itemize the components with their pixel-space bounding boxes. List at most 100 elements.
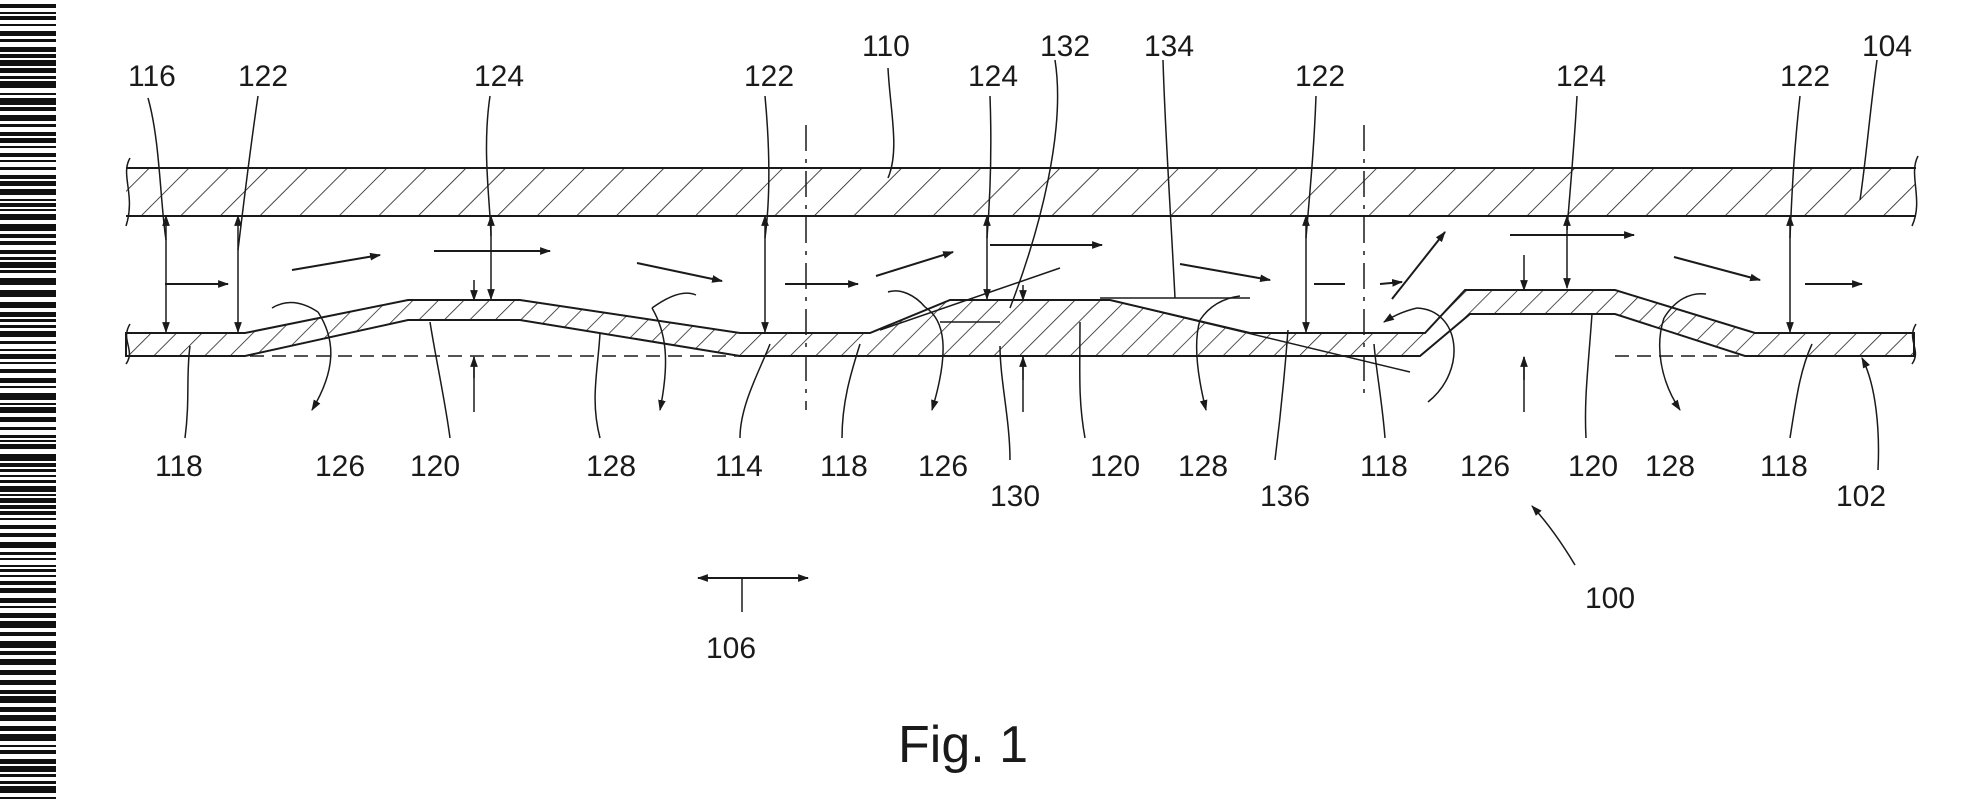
barcode-bar [0, 588, 56, 593]
barcode-bar [0, 621, 56, 628]
barcode-bar [0, 146, 56, 148]
barcode-bar [0, 407, 56, 413]
leader-lines [148, 60, 1877, 460]
barcode-bar [0, 505, 56, 509]
barcode-bar [0, 115, 56, 121]
label-122: 122 [1780, 60, 1830, 93]
barcode-bar [0, 290, 56, 297]
barcode-bar [0, 480, 56, 483]
label-106: 106 [706, 632, 756, 665]
barcode-bar [0, 575, 56, 577]
barcode-bar [0, 475, 56, 477]
barcode-bar [0, 60, 56, 66]
barcode-bar [0, 278, 56, 285]
barcode-bar [0, 302, 56, 308]
barcode-bar [0, 250, 56, 254]
barcode-bar [0, 598, 56, 603]
barcode-bar [0, 16, 56, 20]
label-122: 122 [744, 60, 794, 93]
label-118: 118 [820, 450, 868, 483]
barcode-bar [0, 581, 56, 585]
arrow-100 [1532, 506, 1575, 565]
barcode-bar [0, 214, 56, 220]
barcode-bar [0, 153, 56, 157]
barcode-bar [0, 167, 56, 170]
barcode-bar [0, 270, 56, 273]
label-116: 116 [128, 60, 176, 93]
barcode-bar [0, 766, 56, 772]
label-122: 122 [1295, 60, 1345, 93]
barcode-bar [0, 160, 56, 162]
upper-wall-110 [126, 156, 1918, 226]
label-120: 120 [1090, 450, 1140, 483]
barcode-bar [0, 331, 56, 337]
label-126: 126 [918, 450, 968, 483]
barcode-bar [0, 175, 56, 179]
barcode-bar [0, 81, 56, 88]
barcode-bar [0, 386, 56, 388]
barcode-bar [0, 189, 56, 195]
barcode-bar [0, 262, 56, 268]
barcode-bar [0, 47, 56, 52]
barcode-bar [0, 651, 56, 655]
label-126: 126 [315, 450, 365, 483]
barcode-bar [0, 569, 56, 572]
barcode-bar [0, 463, 56, 467]
barcode-bar [0, 203, 56, 207]
barcode-bar [0, 774, 56, 777]
label-126: 126 [1460, 450, 1510, 483]
barcode-bar [0, 498, 56, 503]
barcode-bar [0, 511, 56, 515]
barcode-bar [0, 781, 56, 784]
label-102: 102 [1836, 480, 1886, 513]
label-118: 118 [1360, 450, 1408, 483]
barcode-bar [0, 68, 56, 73]
barcode-bar [0, 670, 56, 675]
barcode-bar [0, 378, 56, 383]
barcode-bar [0, 613, 56, 618]
barcode-bar [0, 641, 56, 648]
label-128: 128 [1645, 450, 1695, 483]
label-104: 104 [1862, 30, 1912, 63]
label-120: 120 [410, 450, 460, 483]
barcode-bar [0, 325, 56, 328]
label-114: 114 [715, 450, 763, 483]
barcode-bar [0, 454, 56, 461]
barcode-bar [0, 759, 56, 764]
barcode-bar [0, 107, 56, 111]
barcode-bar [0, 31, 56, 36]
barcode-bar [0, 224, 56, 231]
barcode-bar [0, 525, 56, 529]
barcode-bar [0, 257, 56, 260]
barcode-bar [0, 558, 56, 560]
barcode-bar [0, 797, 56, 799]
barcode-bar [0, 427, 56, 430]
barcode-bar [0, 341, 56, 344]
barcode-bar [0, 786, 56, 793]
label-124: 124 [474, 60, 524, 93]
barcode-bar [0, 354, 56, 359]
label-118: 118 [1760, 450, 1808, 483]
barcode-bar [0, 132, 56, 136]
figure-caption: Fig. 1 [898, 716, 1028, 774]
label-100: 100 [1585, 582, 1635, 615]
barcode-bar [0, 124, 56, 127]
barcode-bar [0, 362, 56, 364]
reference-labels: 116 122 124 122 110 124 132 134 122 124 … [128, 30, 1912, 774]
barcode-bar [0, 199, 56, 201]
label-120: 120 [1568, 450, 1618, 483]
barcode-bar [0, 39, 56, 42]
barcode-bar [0, 417, 56, 422]
label-128: 128 [1178, 450, 1228, 483]
barcode-bar [0, 440, 56, 442]
label-118: 118 [155, 450, 203, 483]
barcode-bar [0, 552, 56, 555]
barcode-bar [0, 715, 56, 721]
barcode-bar [0, 319, 56, 322]
barcode-bar [0, 4, 56, 8]
barcode-bar [0, 750, 56, 754]
label-122: 122 [238, 60, 288, 93]
label-132: 132 [1040, 30, 1090, 63]
barcode-bar [0, 12, 56, 14]
